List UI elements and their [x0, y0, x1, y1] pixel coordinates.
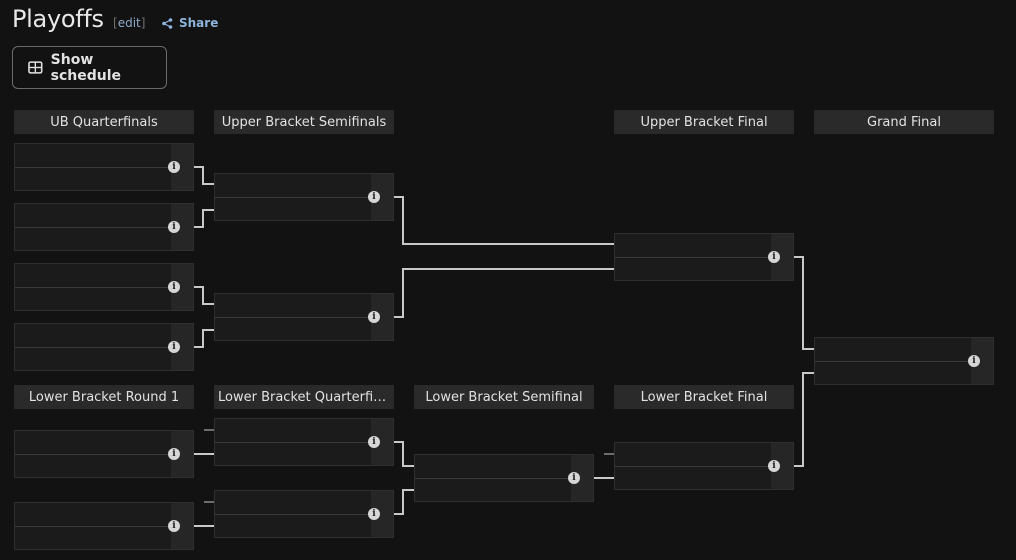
edit-link[interactable]: [edit] — [113, 16, 146, 30]
info-icon[interactable]: i — [968, 355, 980, 367]
info-icon[interactable]: i — [168, 448, 180, 460]
info-icon[interactable]: i — [368, 191, 380, 203]
info-icon[interactable]: i — [368, 436, 380, 448]
match-ubsf-1[interactable]: i — [214, 173, 394, 221]
team-slot[interactable] — [215, 318, 371, 341]
team-slot[interactable] — [15, 264, 171, 288]
match-ubqf-4[interactable]: i — [14, 323, 194, 371]
team-slot[interactable] — [215, 294, 371, 318]
match-lbqf-1[interactable]: i — [214, 418, 394, 466]
match-ubqf-3[interactable]: i — [14, 263, 194, 311]
info-icon[interactable]: i — [168, 161, 180, 173]
team-slot[interactable] — [215, 515, 371, 538]
info-icon[interactable]: i — [368, 508, 380, 520]
round-header-grand-final: Grand Final — [814, 110, 994, 134]
info-icon[interactable]: i — [368, 311, 380, 323]
match-ubqf-2[interactable]: i — [14, 203, 194, 251]
team-slot[interactable] — [15, 324, 171, 348]
team-slot[interactable] — [15, 168, 171, 191]
info-icon[interactable]: i — [168, 520, 180, 532]
match-grand-final[interactable]: i — [814, 337, 994, 385]
team-slot[interactable] — [615, 467, 771, 490]
team-slot[interactable] — [415, 479, 571, 502]
team-slot[interactable] — [15, 455, 171, 478]
info-icon[interactable]: i — [768, 460, 780, 472]
info-icon[interactable]: i — [168, 221, 180, 233]
round-header-lb-semifinal: Lower Bracket Semifinal — [414, 385, 594, 409]
share-icon — [162, 17, 173, 29]
team-slot[interactable] — [415, 455, 571, 479]
team-slot[interactable] — [215, 491, 371, 515]
round-header-ub-final: Upper Bracket Final — [614, 110, 794, 134]
team-slot[interactable] — [15, 144, 171, 168]
round-header-lb-quarterfinals: Lower Bracket Quarterfin... — [214, 385, 394, 409]
round-header-lb-round-1: Lower Bracket Round 1 — [14, 385, 194, 409]
match-lbqf-2[interactable]: i — [214, 490, 394, 538]
show-schedule-button[interactable]: Show schedule — [12, 46, 167, 89]
info-icon[interactable]: i — [168, 341, 180, 353]
team-slot[interactable] — [15, 527, 171, 550]
team-slot[interactable] — [215, 174, 371, 198]
match-ubqf-1[interactable]: i — [14, 143, 194, 191]
match-lb-semifinal[interactable]: i — [414, 454, 594, 502]
team-slot[interactable] — [215, 198, 371, 221]
share-button[interactable]: Share — [162, 16, 218, 30]
match-lbr1-1[interactable]: i — [14, 430, 194, 478]
team-slot[interactable] — [15, 288, 171, 311]
page-title: Playoffs — [12, 5, 104, 33]
match-ubsf-2[interactable]: i — [214, 293, 394, 341]
team-slot[interactable] — [15, 431, 171, 455]
team-slot[interactable] — [615, 258, 771, 281]
team-slot[interactable] — [615, 443, 771, 467]
team-slot[interactable] — [215, 419, 371, 443]
round-header-lb-final: Lower Bracket Final — [614, 385, 794, 409]
team-slot[interactable] — [15, 503, 171, 527]
share-label: Share — [179, 16, 219, 30]
table-grid-icon — [28, 61, 43, 74]
team-slot[interactable] — [215, 443, 371, 466]
team-slot[interactable] — [15, 228, 171, 251]
show-schedule-label: Show schedule — [50, 51, 122, 84]
match-ub-final[interactable]: i — [614, 233, 794, 281]
team-slot[interactable] — [15, 348, 171, 371]
info-icon[interactable]: i — [768, 251, 780, 263]
match-lb-final[interactable]: i — [614, 442, 794, 490]
match-lbr1-2[interactable]: i — [14, 502, 194, 550]
team-slot[interactable] — [15, 204, 171, 228]
team-slot[interactable] — [615, 234, 771, 258]
round-header-ub-semifinals: Upper Bracket Semifinals — [214, 110, 394, 134]
round-header-ub-quarterfinals: UB Quarterfinals — [14, 110, 194, 134]
info-icon[interactable]: i — [168, 281, 180, 293]
team-slot[interactable] — [815, 338, 971, 362]
team-slot[interactable] — [815, 362, 971, 385]
info-icon[interactable]: i — [568, 472, 580, 484]
